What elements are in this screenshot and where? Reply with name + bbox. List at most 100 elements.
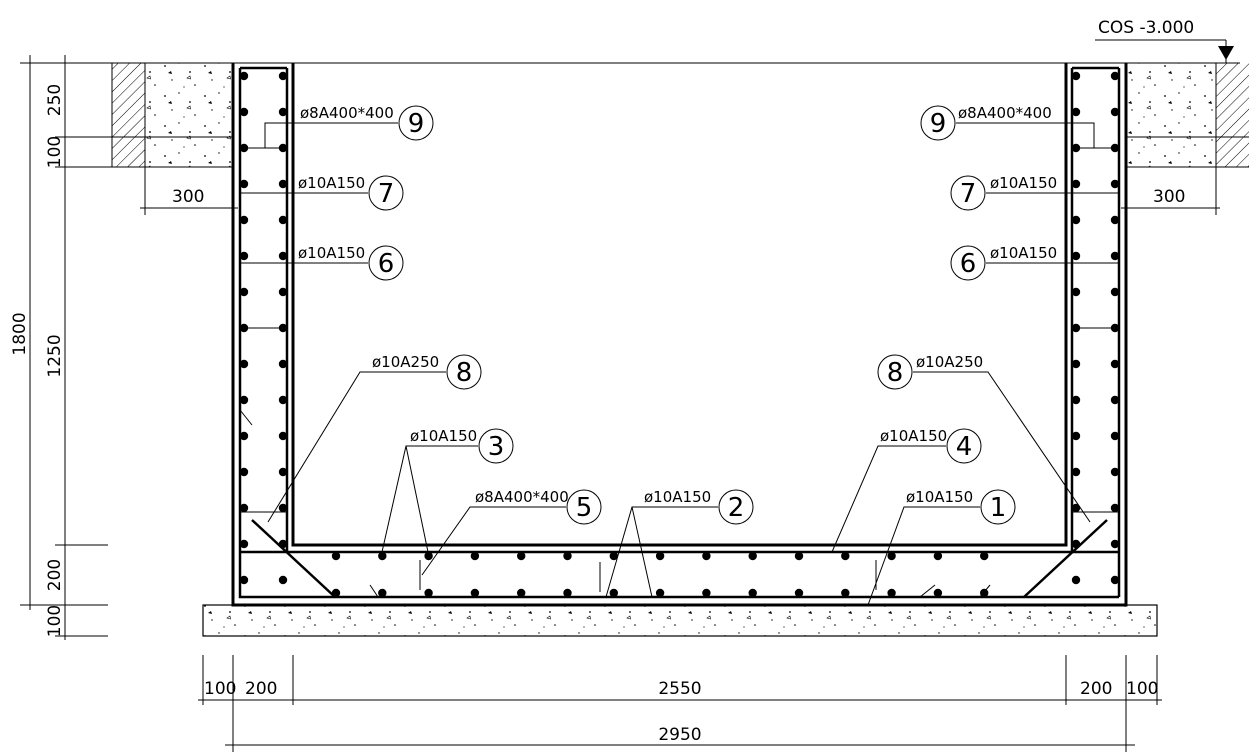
callout-7-left: ø10A150 7 [240, 174, 404, 211]
dim-200: 200 [45, 559, 65, 591]
elevation-label: COS -3.000 [1098, 18, 1194, 38]
rebar-dot [655, 551, 665, 561]
callout-number: 6 [378, 249, 395, 279]
rebar-dot [1110, 323, 1120, 333]
callout-label: ø8A400*400 [475, 488, 569, 506]
rebar-dot [1071, 359, 1081, 369]
rebar-dot [794, 588, 804, 598]
rebar-dot [278, 575, 288, 585]
rebar-dot [887, 551, 896, 561]
callout-6-right: ø10A150 6 [950, 244, 1119, 281]
rebar-dot [378, 551, 387, 561]
rebar-dot [702, 588, 711, 598]
callout-label: ø10A150 [990, 244, 1057, 262]
rebar-dot [424, 588, 433, 598]
rebar-dot [331, 551, 341, 561]
rebar-dot [1110, 539, 1120, 549]
rebar-dot [278, 467, 288, 477]
callout-number: 6 [960, 249, 977, 279]
rebar-dot [1071, 179, 1081, 189]
callout-3: ø10A150 3 [381, 427, 514, 553]
bottom-dim-100-right: 100 [1126, 679, 1158, 699]
channel-body [231, 62, 1128, 607]
rebar-dot [609, 588, 618, 598]
rebar-dot [1071, 575, 1081, 585]
left-dimensions: 250 100 1800 1250 200 100 [10, 55, 112, 640]
rebar-right-wall [1023, 66, 1121, 598]
rebar-dot [702, 551, 711, 561]
callout-label: ø10A150 [990, 174, 1057, 192]
rebar-dot [378, 588, 387, 598]
rebar-dot [1071, 431, 1081, 441]
rebar-dot [278, 251, 288, 261]
callout-number: 8 [456, 358, 473, 388]
callout-5: ø8A400*400 5 [421, 488, 602, 576]
offset-right: 300 [1153, 187, 1185, 207]
callout-label: ø10A150 [880, 427, 947, 445]
total-dim-2950: 2950 [658, 725, 701, 745]
rebar-dot [1110, 287, 1120, 297]
callout-number: 9 [930, 109, 947, 139]
callout-number: 3 [488, 432, 505, 462]
rebar-dot [980, 551, 989, 561]
rebar-dot [655, 588, 665, 598]
ground-right [1126, 63, 1249, 168]
rebar-dot [933, 588, 943, 598]
rebar-dot [239, 251, 249, 261]
rebar-dot [278, 431, 288, 441]
callout-7-right: ø10A150 7 [950, 174, 1119, 211]
rebar-dot [1110, 359, 1120, 369]
rebar-dot [239, 503, 249, 513]
callout-9-right: ø8A400*400 9 [920, 104, 1095, 148]
rebar-dot [278, 503, 288, 513]
rebar-dot [331, 588, 341, 598]
rebar-dot [470, 588, 480, 598]
callout-label: ø10A150 [298, 244, 365, 262]
rebar-dot [278, 179, 288, 189]
rebar-dot [794, 551, 804, 561]
rebar-dot [278, 539, 288, 549]
callout-number: 9 [408, 109, 425, 139]
dim-1250: 1250 [45, 334, 65, 377]
rebar-dot [1110, 575, 1120, 585]
rebar-dot [887, 588, 896, 598]
rebar-dot [278, 215, 288, 225]
rebar-dot [239, 215, 249, 225]
rebar-dot [748, 551, 757, 561]
rebar-dot [1071, 251, 1081, 261]
callout-number: 4 [956, 432, 973, 462]
rebar-dot [1071, 323, 1081, 333]
elevation-triangle-icon [1218, 46, 1234, 60]
rebar-dot [278, 359, 288, 369]
callout-8-left: ø10A250 8 [267, 353, 482, 523]
rebar-dot [278, 323, 288, 333]
rebar-dot [239, 575, 249, 585]
rebar-dot [1071, 539, 1081, 549]
bottom-dim-2550: 2550 [658, 679, 701, 699]
rebar-dot [278, 143, 288, 153]
rebar-dot [1110, 143, 1120, 153]
rebar-dot [1071, 71, 1081, 81]
rebar-dot [470, 551, 480, 561]
rebar-dot [1110, 467, 1120, 477]
rebar-dot [239, 323, 249, 333]
rebar-dot [980, 588, 989, 598]
rebar-dot [239, 395, 249, 405]
callout-label: ø10A250 [372, 353, 439, 371]
rebar-left-wall [238, 66, 1119, 599]
callout-label: ø10A250 [916, 353, 983, 371]
callout-label: ø8A400*400 [958, 104, 1052, 122]
rebar-dot [278, 71, 288, 81]
rebar-dots [239, 71, 1120, 598]
rebar-dot [841, 551, 850, 561]
callout-label: ø8A400*400 [300, 104, 394, 122]
offset-left: 300 [172, 187, 204, 207]
bottom-dimensions: 100 200 2550 200 100 2950 [198, 655, 1162, 752]
rebar-dot [1110, 431, 1120, 441]
ground-left [100, 63, 233, 168]
rebar-dot [1110, 215, 1120, 225]
rebar-dot [1071, 503, 1081, 513]
dim-100-top: 100 [45, 136, 65, 168]
rebar-dot [278, 287, 288, 297]
callout-8-right: ø10A250 8 [877, 353, 1091, 523]
